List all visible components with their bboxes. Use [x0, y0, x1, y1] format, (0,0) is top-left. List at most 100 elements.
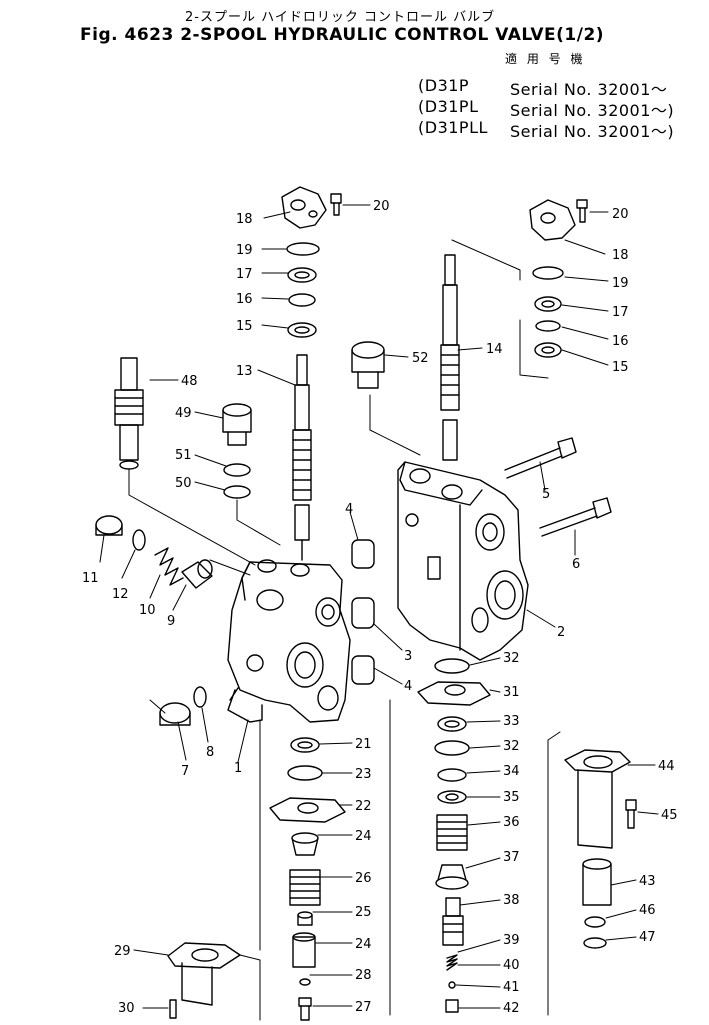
seal-17-left [287, 267, 317, 283]
label-part-45: 45 [661, 808, 678, 823]
gasket-4-upper [351, 539, 375, 569]
relief-valve-48 [114, 357, 144, 470]
label-part-15-left: 15 [236, 319, 253, 334]
label-part-23: 23 [355, 767, 372, 782]
label-part-25: 25 [355, 905, 372, 920]
label-part-37: 37 [503, 850, 520, 865]
piston-9 [181, 559, 213, 589]
spool-14 [440, 254, 460, 461]
label-part-13: 13 [236, 364, 253, 379]
bolt-30 [169, 999, 177, 1019]
label-part-20-left: 20 [373, 199, 390, 214]
model-d31pl: (D31PL [418, 97, 479, 116]
valve-body-2 [397, 461, 529, 661]
bolt-20-left [330, 193, 342, 216]
o-ring-51 [223, 463, 251, 477]
label-part-3: 3 [404, 649, 412, 664]
spring-39 [446, 954, 458, 971]
label-part-51: 51 [175, 448, 192, 463]
label-part-14: 14 [486, 342, 503, 357]
spring-10 [154, 547, 184, 586]
o-ring-19-right [532, 266, 564, 280]
housing-44 [564, 749, 631, 849]
label-part-16-left: 16 [236, 292, 253, 307]
spool-13 [292, 354, 312, 561]
seal-21 [290, 737, 320, 753]
model-d31pll: (D31PLL [418, 118, 488, 137]
label-part-43: 43 [639, 874, 656, 889]
washer-47 [583, 937, 607, 949]
seal-15-right [534, 342, 562, 358]
plug-7 [159, 702, 191, 726]
label-part-48: 48 [181, 374, 198, 389]
label-part-10: 10 [139, 603, 156, 618]
label-part-46: 46 [639, 903, 656, 918]
label-part-20-right: 20 [612, 207, 629, 222]
part-number-labels: 20 18 19 17 16 15 13 48 49 51 50 11 12 1… [82, 199, 678, 1016]
washer-16-left [288, 293, 316, 307]
plug-52 [351, 341, 385, 389]
label-part-22: 22 [355, 799, 372, 814]
retainer-24-upper [291, 832, 319, 856]
label-part-32-lower: 32 [503, 739, 520, 754]
label-part-27: 27 [355, 1000, 372, 1015]
leader-lines [99, 204, 659, 1009]
flange-18-left [281, 186, 327, 229]
bolt-6 [539, 497, 612, 537]
label-part-21: 21 [355, 737, 372, 752]
ring-46 [584, 916, 606, 928]
flange-22 [269, 797, 346, 823]
cover-29 [167, 942, 241, 1006]
label-part-19-right: 19 [612, 276, 629, 291]
label-part-40: 40 [503, 958, 520, 973]
serial-d31p: Serial No. 32001～ [510, 80, 668, 99]
o-ring-50 [223, 485, 251, 499]
serial-d31pll: Serial No. 32001～) [510, 122, 675, 141]
label-part-6: 6 [572, 557, 580, 572]
label-part-9: 9 [167, 614, 175, 629]
washer-34 [437, 768, 467, 782]
plug-11 [95, 515, 123, 536]
label-part-17-left: 17 [236, 267, 253, 282]
serial-d31pl: Serial No. 32001～) [510, 101, 675, 120]
label-part-34: 34 [503, 764, 520, 779]
bolt-5 [504, 437, 577, 479]
label-part-49: 49 [175, 406, 192, 421]
label-part-52: 52 [412, 351, 429, 366]
o-ring-12 [132, 529, 146, 551]
bolt-27 [298, 997, 312, 1021]
label-part-28: 28 [355, 968, 372, 983]
o-ring-23 [287, 765, 323, 781]
valve-body-1 [227, 559, 351, 723]
title-japanese: 2-スプール ハイドロリック コントロール バルブ [185, 10, 496, 25]
o-ring-8 [193, 686, 207, 708]
label-part-19-left: 19 [236, 243, 253, 258]
ball-41 [448, 981, 456, 989]
label-part-35: 35 [503, 790, 520, 805]
gasket-3 [351, 597, 375, 629]
retainer-37 [435, 864, 469, 890]
label-part-44: 44 [658, 759, 675, 774]
model-d31p: (D31P [418, 76, 470, 95]
label-part-11: 11 [82, 571, 99, 586]
label-part-1: 1 [234, 761, 242, 776]
label-part-7: 7 [181, 764, 189, 779]
plug-42 [445, 999, 459, 1013]
label-part-2: 2 [557, 625, 565, 640]
spring-36 [436, 814, 468, 851]
label-part-16-right: 16 [612, 334, 629, 349]
seal-15-left [287, 322, 317, 338]
bolt-45 [625, 799, 637, 829]
label-part-8: 8 [206, 745, 214, 760]
label-part-15-right: 15 [612, 360, 629, 375]
label-part-24-lower: 24 [355, 937, 372, 952]
applicable-models-header: 適 用 号 機 [505, 52, 586, 66]
spring-26 [289, 869, 321, 906]
label-part-31: 31 [503, 685, 520, 700]
flange-31 [417, 681, 491, 706]
label-part-42: 42 [503, 1001, 520, 1016]
label-part-5: 5 [542, 487, 550, 502]
label-part-17-right: 17 [612, 305, 629, 320]
